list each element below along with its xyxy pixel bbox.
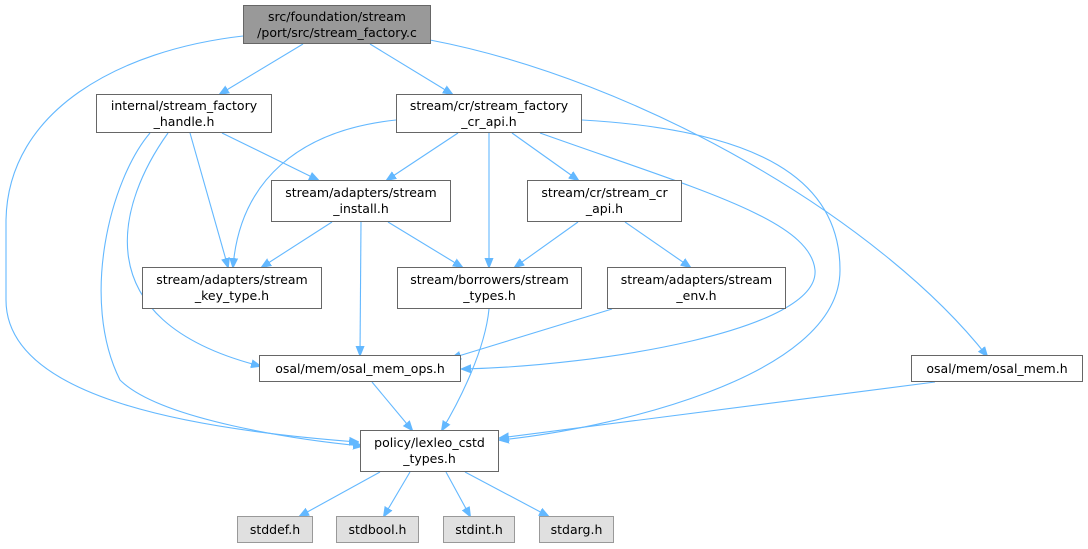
node-label-line1: src/foundation/stream (268, 8, 406, 24)
edge-cr_api-mem_ops (462, 132, 816, 369)
node-label-line1: stream/cr/stream_factory (409, 97, 569, 113)
node-label: stddef.h (249, 521, 301, 537)
node-label-line1: stream/adapters/stream (285, 185, 437, 200)
node-label-line1: stream/adapters/stream (156, 272, 308, 287)
edge-cstd-stdint (445, 471, 470, 516)
edge-env-mem_ops (452, 308, 613, 358)
edge-mem_ops-cstd (371, 381, 412, 430)
edge-handle-mem_ops (126, 132, 260, 366)
node-label: osal/mem/osal_mem.h (926, 360, 1068, 376)
node-stream-cr-api-h[interactable]: stream/cr/stream_cr_api.h (527, 180, 682, 222)
node-stream-key-type-h[interactable]: stream/adapters/stream_key_type.h (142, 267, 322, 309)
node-label-line2: _handle.h (153, 113, 215, 129)
node-label: stdint.h (455, 521, 503, 537)
node-label-line2: _types.h (403, 451, 456, 466)
edge-cstd-stdbool (384, 471, 411, 516)
node-stream-install-h[interactable]: stream/adapters/stream_install.h (271, 180, 451, 222)
node-label-line2: _install.h (333, 201, 389, 216)
node-label-line2: _env.h (676, 288, 717, 303)
node-stream-factory-handle-h[interactable]: internal/stream_factory_handle.h (96, 94, 272, 133)
node-label-line2: /port/src/stream_factory.c (257, 24, 417, 40)
edge-root-osal_mem (429, 39, 987, 356)
edge-handle-key_type (189, 132, 228, 267)
node-stream-types-h[interactable]: stream/borrowers/stream_types.h (397, 267, 582, 309)
node-label-line2: _api.h (585, 201, 624, 216)
edge-root-cr_api (369, 43, 452, 94)
node-osal-mem-h[interactable]: osal/mem/osal_mem.h (911, 355, 1083, 382)
edge-cr_api-install (387, 132, 459, 180)
node-stream-env-h[interactable]: stream/adapters/stream_env.h (607, 267, 786, 309)
node-lexleo-cstd-types-h[interactable]: policy/lexleo_cstd_types.h (360, 430, 499, 472)
edge-stream_cr_api-env (624, 221, 690, 267)
edge-osal_mem-cstd (500, 381, 936, 438)
edge-borrowers-cstd (442, 308, 490, 430)
node-stream-factory-cr-api-h[interactable]: stream/cr/stream_factory_cr_api.h (396, 94, 582, 133)
node-label: stdarg.h (550, 521, 603, 537)
edge-handle-cstd (100, 132, 362, 446)
edge-stream_cr_api-borrowers (515, 221, 579, 267)
node-label: stdbool.h (348, 521, 407, 537)
node-label: osal/mem/osal_mem_ops.h (275, 360, 445, 376)
edge-cr_api-stream_cr_api (511, 132, 578, 180)
edge-install-borrowers (387, 221, 462, 267)
edge-cstd-stdarg (464, 471, 548, 516)
edge-cr_api-key_type (233, 119, 397, 267)
edge-cr_api-cstd (500, 119, 841, 440)
node-osal-mem-ops-h[interactable]: osal/mem/osal_mem_ops.h (259, 355, 461, 382)
node-stdint-h[interactable]: stdint.h (443, 516, 515, 543)
node-label-line1: policy/lexleo_cstd (374, 435, 485, 450)
node-label-line2: _key_type.h (194, 288, 270, 303)
node-label-line1: stream/cr/stream_cr (541, 185, 668, 200)
edge-install-key_type (262, 221, 333, 267)
node-label-line2: _types.h (463, 288, 516, 303)
node-stddef-h[interactable]: stddef.h (237, 516, 313, 543)
edge-cstd-stddef (300, 471, 381, 516)
node-label-line1: internal/stream_factory (110, 97, 258, 113)
node-stream-factory-c[interactable]: src/foundation/stream/port/src/stream_fa… (243, 5, 431, 44)
node-stdbool-h[interactable]: stdbool.h (336, 516, 419, 543)
edge-install-mem_ops (360, 221, 361, 355)
edge-root-cstd (5, 35, 358, 442)
node-label-line2: _cr_api.h (461, 113, 517, 129)
node-label-line1: stream/adapters/stream (620, 272, 773, 287)
node-stdarg-h[interactable]: stdarg.h (539, 516, 614, 543)
edge-root-handle (220, 43, 304, 94)
edge-handle-install (221, 132, 318, 180)
node-label-line1: stream/borrowers/stream (410, 272, 569, 287)
